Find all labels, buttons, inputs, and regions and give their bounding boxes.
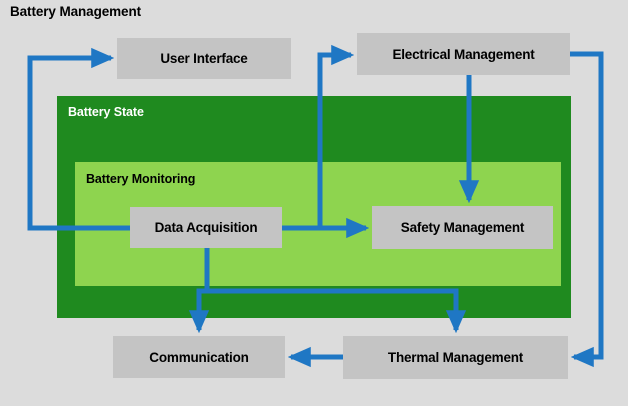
- container-label-battery-monitoring: Battery Monitoring: [86, 172, 196, 186]
- arrow-electrical-to-thermal: [570, 51, 604, 368]
- node-user-interface[interactable]: User Interface: [117, 38, 291, 79]
- node-communication[interactable]: Communication: [113, 336, 285, 378]
- node-safety-management[interactable]: Safety Management: [372, 206, 553, 249]
- node-electrical-management[interactable]: Electrical Management: [357, 33, 570, 75]
- page-title: Battery Management: [10, 4, 141, 19]
- node-thermal-management[interactable]: Thermal Management: [343, 336, 568, 379]
- container-label-battery-state: Battery State: [68, 105, 144, 119]
- node-data-acquisition[interactable]: Data Acquisition: [130, 207, 282, 248]
